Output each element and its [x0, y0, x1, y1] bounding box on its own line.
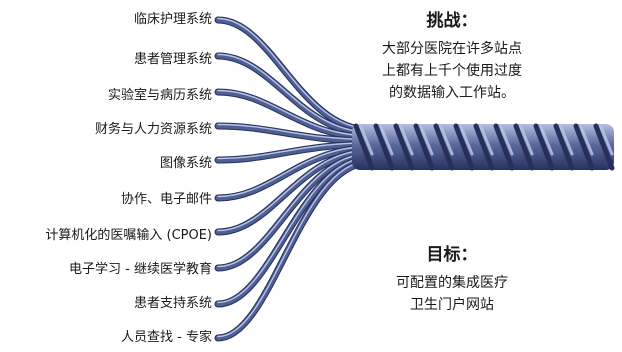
challenge-heading: 挑战： [426, 11, 478, 31]
strand-4 [215, 123, 373, 144]
goal-line: 可配置的集成医疗 [396, 275, 508, 291]
rope-twist-highlight [419, 125, 434, 156]
rope-twist-shadow [493, 123, 515, 171]
challenge-line: 的数据输入工作站。 [389, 85, 515, 101]
strand-9 [215, 156, 373, 307]
strand-8 [217, 153, 371, 268]
rope-twist-highlight [479, 125, 494, 156]
strand-3 [217, 89, 371, 137]
rope-twist-shadow [593, 123, 615, 171]
rope-twist-highlight [559, 125, 574, 156]
rope-twist-shadow [453, 123, 475, 171]
rope-twist-shadow [373, 123, 395, 171]
system-label-people-finder: 人员查找 - 专家 [121, 330, 212, 345]
rope-twist-highlight [439, 125, 454, 156]
goal-line: 卫生门户网站 [410, 297, 494, 313]
system-label-patient-management: 患者管理系统 [133, 52, 212, 67]
strand-1 [214, 16, 374, 134]
rope-twist-shadow [533, 123, 555, 171]
rope-twists [353, 123, 615, 171]
system-label-elearning-cme: 电子学习 - 继续医学教育 [69, 262, 212, 277]
system-label-imaging: 图像系统 [159, 156, 212, 171]
challenge-line: 上都有上千个使用过度 [382, 63, 522, 79]
system-label-collaboration-email: 协作、电子邮件 [120, 192, 212, 207]
rope-twist-shadow [393, 123, 415, 171]
strand-2 [215, 53, 373, 137]
strand-7 [217, 149, 371, 232]
rope-twist-highlight [599, 125, 614, 156]
rope-twist-shadow [473, 123, 495, 171]
system-strands [214, 16, 374, 342]
rope-twist-highlight [379, 125, 394, 156]
rope-twist-highlight [399, 125, 414, 156]
rope-twist-shadow [573, 123, 595, 171]
rope-twist-highlight [459, 125, 474, 156]
strand-9 [217, 156, 371, 304]
strand-1 [217, 17, 371, 130]
goal-heading: 目标： [426, 245, 478, 265]
system-label-cpoe: 计算机化的医嘱输入 (CPOE) [45, 228, 212, 243]
strand-8 [215, 152, 373, 271]
strand-6 [217, 145, 371, 198]
goal-panel: 目标： 可配置的集成医疗 卫生门户网站 [352, 244, 552, 316]
rope-twist-shadow [433, 123, 455, 171]
rope-twist-highlight [519, 125, 534, 156]
rope-twist-shadow [513, 123, 535, 171]
rope-twist-shadow [413, 123, 435, 171]
system-label-finance-hr: 财务与人力资源系统 [94, 122, 212, 137]
strand-5 [217, 142, 371, 160]
system-label-patient-support: 患者支持系统 [133, 296, 212, 311]
challenge-line: 大部分医院在许多站点 [382, 41, 522, 57]
rope-twist-shadow [553, 123, 575, 171]
strand-4 [217, 123, 371, 140]
rope-twist-highlight [539, 125, 554, 156]
strand-7 [215, 149, 373, 235]
strand-2 [217, 53, 371, 133]
rope-twist-shadow [353, 123, 375, 171]
system-labels: 临床护理系统 患者管理系统 实验室与病历系统 财务与人力资源系统 图像系统 协作… [0, 0, 212, 352]
strand-1 [215, 17, 373, 133]
challenge-panel: 挑战： 大部分医院在许多站点 上都有上千个使用过度 的数据输入工作站。 [352, 10, 552, 104]
strand-10 [217, 160, 371, 338]
system-label-lab-records: 实验室与病历系统 [107, 88, 212, 103]
strand-3 [215, 89, 373, 140]
twisted-rope [352, 123, 615, 171]
rope-twist-highlight [579, 125, 594, 156]
strand-5 [215, 141, 373, 163]
strand-6 [215, 145, 373, 201]
rope-twist-highlight [499, 125, 514, 156]
rope-twist-highlight [359, 125, 374, 156]
system-label-clinical-care: 临床护理系统 [133, 12, 212, 27]
